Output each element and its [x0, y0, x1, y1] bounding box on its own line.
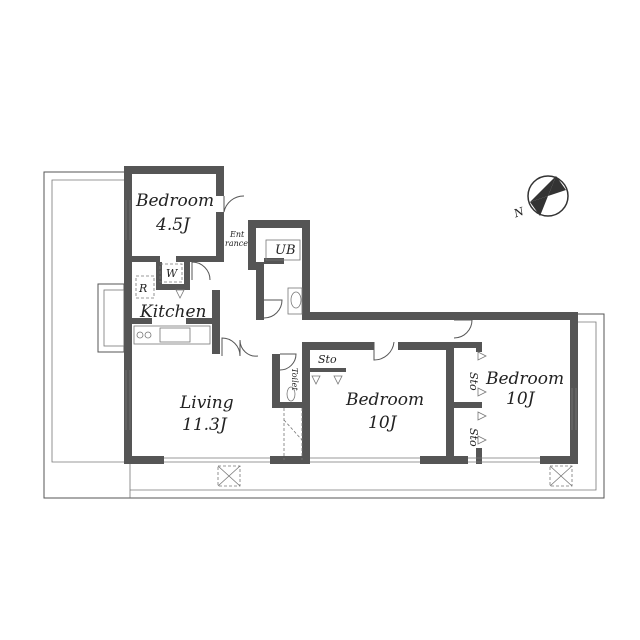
bedroom-small-name: Bedroom	[135, 191, 214, 211]
living-size: 11.3J	[182, 415, 228, 435]
entrance-label-2: rance	[225, 239, 248, 248]
balcony-bottom	[124, 313, 605, 499]
bedroom-mid-size: 10J	[368, 413, 398, 433]
kitchen-counter	[133, 325, 211, 345]
bedroom-right-size: 10J	[506, 389, 536, 409]
toilet-bowl-icon	[286, 386, 296, 402]
windows	[125, 200, 577, 463]
entrance-label-1: Ent	[229, 230, 245, 239]
doors	[191, 195, 473, 371]
bedroom-small-size: 4.5J	[155, 215, 191, 235]
drain-box	[549, 465, 573, 487]
stove-burner-icon	[136, 331, 144, 339]
bedroom-mid-name: Bedroom	[345, 390, 424, 410]
walls	[124, 166, 578, 464]
kitchen-sink	[159, 327, 191, 343]
step-area	[283, 408, 303, 460]
kitchen-label: Kitchen	[139, 302, 206, 322]
stove-burner-icon	[144, 331, 152, 339]
storage-right-top-label: Sto	[467, 372, 480, 391]
counter-outline	[97, 283, 125, 353]
drain-box	[217, 465, 241, 487]
washer-space	[159, 263, 183, 283]
north-arrow-icon: N	[511, 175, 569, 221]
fixtures	[133, 239, 573, 487]
storage-center-label: Sto	[318, 353, 337, 366]
w-label: W	[166, 267, 179, 280]
toilet-label: Toilet	[290, 368, 299, 391]
compass-label: N	[511, 205, 526, 221]
toilet-bowl-icon	[290, 291, 302, 309]
r-label: R	[138, 282, 147, 295]
bedroom-right-name: Bedroom	[485, 369, 564, 389]
bathtub	[265, 239, 301, 261]
living-name: Living	[179, 393, 234, 413]
balcony-left	[43, 171, 124, 499]
ub-label: UB	[275, 243, 296, 258]
storage-right-bottom-label: Sto	[467, 428, 480, 447]
